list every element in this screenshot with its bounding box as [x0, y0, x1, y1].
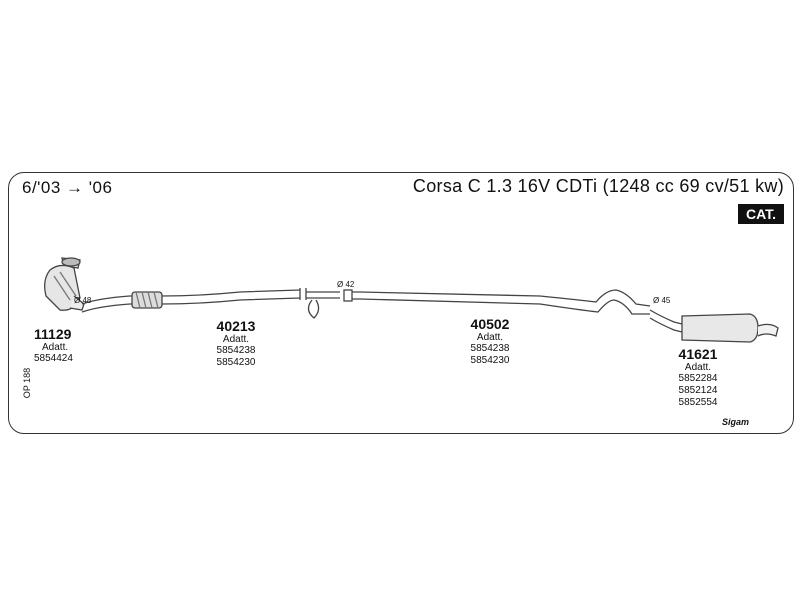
ref-number: 5852124 [678, 385, 718, 396]
date-range: 6/'03 → '06 [22, 178, 113, 197]
adatt-label: Adatt. [476, 332, 504, 343]
part-block-40213: 40213 Adatt. 5854238 5854230 [204, 318, 268, 369]
pipe-clamp-shape [299, 288, 340, 319]
part-number: 11129 [34, 326, 72, 342]
part-number: 41621 [678, 346, 718, 362]
brand-logo-text: Sigam [722, 417, 750, 427]
middle-pipe-shape [343, 289, 651, 315]
model-title: Corsa C 1.3 16V CDTi (1248 cc 69 cv/51 k… [412, 176, 784, 196]
ref-number: 5854424 [34, 353, 73, 364]
diagram-frame [8, 172, 794, 434]
part-number: 40213 [216, 318, 256, 334]
part-block-41621: 41621 Adatt. 5852284 5852124 5852554 [666, 346, 730, 409]
catalytic-converter-shape [44, 257, 85, 311]
adatt-label: Adatt. [684, 362, 712, 373]
ref-number: 5852554 [678, 397, 718, 408]
ref-number: 5854238 [216, 345, 256, 356]
diameter-label-2: Ø 42 [337, 280, 355, 289]
part-number: 40502 [470, 316, 510, 332]
ref-number: 5854230 [216, 357, 256, 368]
ref-number: 5854230 [470, 355, 510, 366]
op-code: OP 188 [22, 367, 32, 399]
front-pipe-shape [81, 289, 301, 313]
adatt-label: Adatt. [222, 334, 250, 345]
ref-number: 5852284 [678, 373, 718, 384]
cat-badge: CAT. [738, 204, 784, 224]
part-block-11129: 11129 Adatt. 5854424 [34, 326, 73, 365]
rear-silencer-shape [649, 309, 779, 343]
ref-number: 5854238 [470, 343, 510, 354]
diameter-label-3: Ø 45 [653, 296, 671, 305]
part-block-40502: 40502 Adatt. 5854238 5854230 [458, 316, 522, 367]
diameter-label-1: Ø 48 [74, 296, 92, 305]
adatt-label: Adatt. [42, 342, 69, 353]
